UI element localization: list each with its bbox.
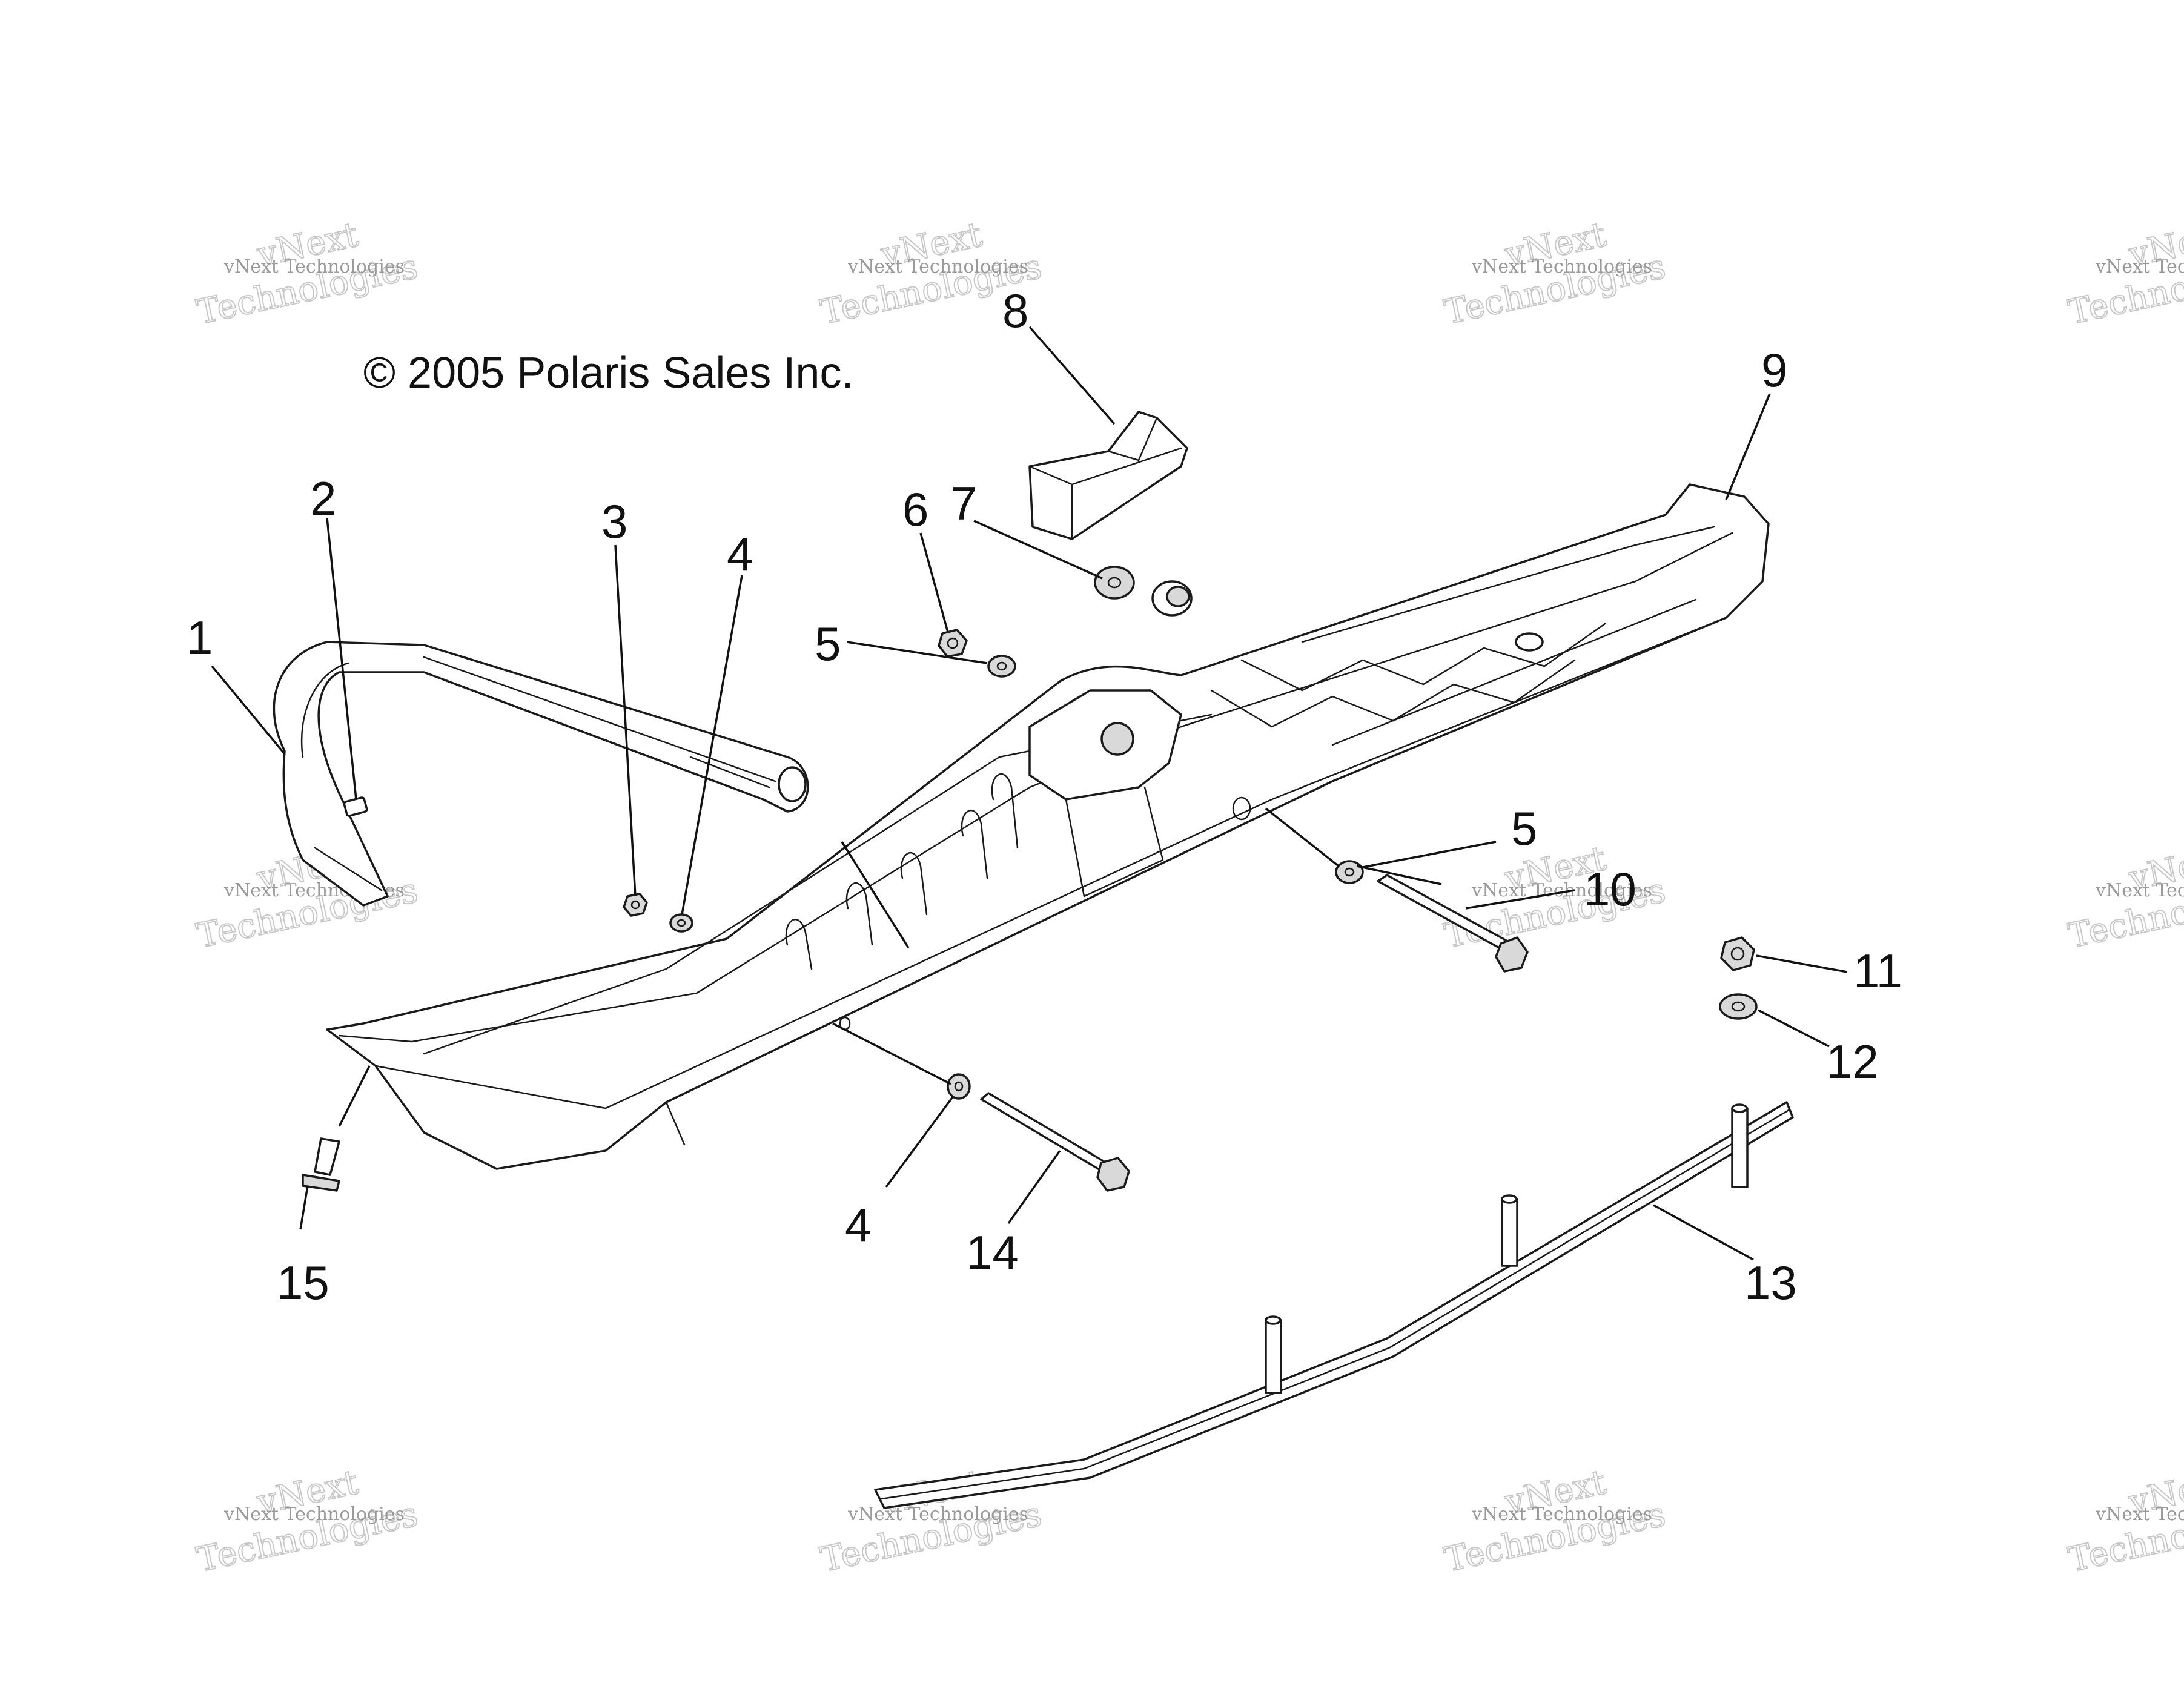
callout-5a: 5 [815,617,841,670]
watermark-text: vNext Technologies [847,256,1028,277]
part-10-bolt [1377,874,1529,973]
watermark-text: vNext Technologies [1471,256,1652,277]
callout-7: 7 [951,477,977,530]
watermark-text: vNext Technologies [1471,880,1652,901]
watermark-text: vNext Technologies [2095,1504,2184,1525]
callout-3: 3 [601,495,627,548]
part-8-wear-block [1028,411,1188,540]
part-4-washer-b [947,1073,971,1100]
callout-4a: 4 [727,527,753,581]
callout-14: 14 [966,1226,1019,1279]
callout-10: 10 [1584,862,1636,916]
callout-4b: 4 [845,1198,871,1252]
callout-9: 9 [1761,343,1787,397]
callout-15: 15 [277,1256,329,1309]
part-2-clip [343,796,368,817]
watermark-text: vNext Technologies [2095,256,2184,277]
watermark-text: vNext Technologies [1471,1504,1652,1525]
part-14-bolt [980,1092,1130,1192]
callout-labels: 1 2 3 4 4 5 5 6 7 8 9 10 11 12 13 14 15 [187,284,1902,1309]
part-7-spacers [1094,566,1193,617]
watermark-text: vNext Technologies [223,256,405,277]
callout-5b: 5 [1511,802,1537,855]
callout-6: 6 [902,483,928,536]
part-9-ski-body [326,483,1770,1170]
part-5-washer-b [1335,860,1364,884]
part-15-rivet [302,1137,340,1192]
copyright-text: © 2005 Polaris Sales Inc. [363,349,853,397]
watermark-text: vNext Technologies [847,1504,1028,1525]
part-12-washer [1719,993,1758,1020]
part-5-washer-a [987,655,1016,678]
callout-8: 8 [1002,284,1028,337]
callout-12: 12 [1826,1035,1879,1088]
part-11-nut [1720,936,1755,971]
callout-13: 13 [1744,1256,1797,1309]
callout-1: 1 [187,611,213,664]
part-6-nut [938,629,968,658]
callout-2: 2 [310,472,336,525]
part-3-nut [623,893,648,917]
part-13-runner [874,1101,1794,1509]
watermark-text: vNext Technologies [223,1504,405,1525]
leader-lines [211,326,1848,1261]
part-1-ski-loop [273,641,809,907]
callout-11: 11 [1853,944,1902,997]
watermark-text: vNext Technologies [2095,880,2184,901]
part-4-washer-a [669,913,693,933]
